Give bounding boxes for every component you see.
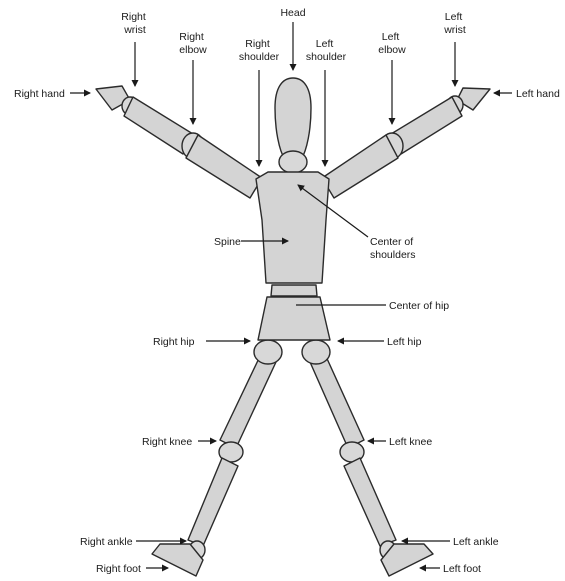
left-shin <box>344 458 396 546</box>
left-knee-label: Left knee <box>389 436 432 448</box>
right-foot-label: Right foot <box>96 563 141 575</box>
right-hip-joint <box>254 340 282 364</box>
right-hip-label: Right hip <box>153 336 195 348</box>
neck-joint <box>279 151 307 173</box>
right-shoulder-label: Right shoulder <box>239 38 280 63</box>
left-ankle-label: Left ankle <box>453 536 499 548</box>
right-arm <box>96 86 262 198</box>
left-arm <box>322 88 490 198</box>
pelvis <box>258 297 330 340</box>
left-leg <box>310 352 433 576</box>
right-wrist-label: Right wrist <box>121 11 148 36</box>
left-upper-arm <box>322 135 398 198</box>
left-hand-label: Left hand <box>516 88 560 100</box>
right-elbow-label: Right elbow <box>179 31 207 56</box>
left-foot-label: Left foot <box>443 563 481 575</box>
left-thigh <box>310 352 364 448</box>
torso <box>256 172 329 283</box>
spine-label: Spine <box>214 236 241 248</box>
right-leg <box>152 352 276 576</box>
center-of-shoulders-label: Center of shoulders <box>370 236 416 261</box>
left-hip-joint <box>302 340 330 364</box>
left-elbow-label: Left elbow <box>378 31 406 56</box>
head-shape <box>275 78 311 160</box>
waist <box>271 285 317 296</box>
center-of-hip-label: Center of hip <box>389 300 449 312</box>
left-shoulder-label: Left shoulder <box>306 38 347 63</box>
head-label: Head <box>280 7 305 19</box>
right-ankle-label: Right ankle <box>80 536 133 548</box>
left-wrist-label: Left wrist <box>443 11 466 36</box>
right-knee-label: Right knee <box>142 436 192 448</box>
right-hand-label: Right hand <box>14 88 65 100</box>
right-shin <box>188 458 238 546</box>
right-thigh <box>220 352 276 448</box>
right-upper-arm <box>186 135 262 198</box>
left-hip-label: Left hip <box>387 336 422 348</box>
